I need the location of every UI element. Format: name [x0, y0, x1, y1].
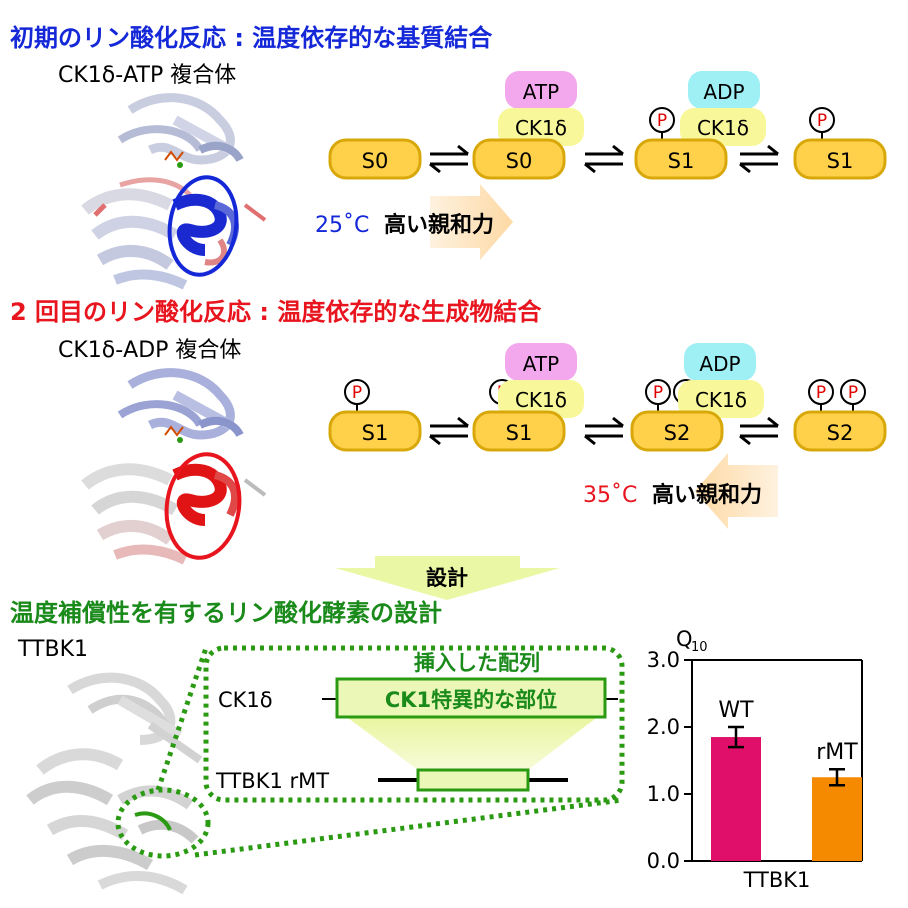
adp-label: ADP — [699, 352, 740, 376]
adp-label: ADP — [703, 80, 744, 104]
protein-structure-ck1-atp — [81, 93, 267, 290]
ttbk-rmt-label: TTBK1 rMT — [215, 769, 329, 793]
section2-complex-label: CK1δ-ADP 複合体 — [58, 338, 241, 363]
substrate-label: S1 — [362, 421, 389, 445]
phospho-group: P — [809, 107, 835, 142]
substrate-label: S2 — [664, 421, 691, 445]
chart-ytick-label: 3.0 — [647, 648, 680, 672]
enzyme-label: CK1δ — [697, 116, 749, 140]
enzyme-badge — [680, 108, 766, 146]
substrate-pill — [630, 410, 724, 452]
section2-state-2: ATP P CK1δ S1 — [472, 343, 584, 452]
section1-equilibrium-1 — [429, 144, 469, 174]
substrate-label: S1 — [506, 421, 533, 445]
phospho-group: P — [840, 379, 866, 414]
phospho-group: P — [344, 379, 370, 414]
affinity-arrow-forward — [430, 184, 513, 260]
substrate-pill — [328, 410, 422, 452]
insertion-funnel — [340, 712, 604, 770]
substrate-label: S2 — [827, 421, 854, 445]
section2-state-1: P S1 — [328, 379, 422, 452]
section1-state-4: P S1 — [793, 107, 887, 180]
enzyme-badge — [498, 108, 584, 146]
ck1-specific-region — [335, 677, 607, 719]
section1-equilibrium-3 — [739, 144, 779, 174]
q10-bar-chart: Q 10 0.0 1.0 2.0 3.0 WT rMT TTBK1 — [647, 627, 863, 892]
section3-heading: 温度補償性を有するリン酸化酵素の設計 — [10, 599, 442, 627]
ck1-label: CK1δ — [218, 688, 273, 712]
section3-protein-label: TTBK1 — [17, 637, 88, 662]
section2-equilibrium-3 — [739, 416, 779, 446]
chart-category-label: WT — [718, 698, 754, 723]
zoom-line-top — [155, 647, 209, 791]
section2-heading: 2 回目のリン酸化反応 : 温度依存的な生成物結合 — [10, 298, 542, 326]
section1-complex-label: CK1δ-ATP 複合体 — [58, 63, 236, 88]
svg-text:P: P — [816, 383, 826, 403]
section2-equilibrium-2 — [584, 416, 624, 446]
substrate-label: S0 — [506, 149, 533, 173]
substrate-pill — [793, 410, 887, 452]
phospho-group: P — [808, 379, 834, 414]
enzyme-badge — [678, 380, 764, 418]
section1-state-3: ADP CK1δ P S1 — [634, 71, 766, 180]
substrate-pill — [472, 410, 566, 452]
chart-bar-rmt — [812, 777, 862, 861]
substrate-label: S0 — [362, 149, 389, 173]
chart-ytick-label: 2.0 — [647, 715, 680, 739]
phospho-group: P — [645, 379, 671, 414]
chart-category-label: rMT — [816, 740, 858, 765]
section2-equilibrium-1 — [429, 416, 469, 446]
svg-text:P: P — [817, 111, 827, 131]
enzyme-label: CK1δ — [515, 116, 567, 140]
chart-bar-wt — [711, 737, 761, 861]
enzyme-label: CK1δ — [515, 388, 567, 412]
zoom-line-bottom — [194, 797, 623, 858]
section2-state-4: P P S2 — [793, 379, 887, 452]
atp-badge — [505, 71, 577, 109]
substrate-pill — [793, 138, 887, 180]
ck1-region-label: CK1特異的な部位 — [385, 688, 557, 712]
section1-equilibrium-2 — [584, 144, 624, 174]
affinity-text-1: 高い親和力 — [384, 212, 494, 238]
section1-state-1: S0 — [328, 138, 422, 180]
substrate-pill — [328, 138, 422, 180]
design-arrow — [335, 556, 560, 600]
chart-error-bar — [728, 725, 744, 749]
chart-error-bar — [829, 767, 845, 787]
adp-badge — [684, 343, 756, 381]
substrate-label: S1 — [827, 149, 854, 173]
svg-text:P: P — [653, 383, 663, 403]
svg-text:P: P — [848, 383, 858, 403]
protein-structure-ck1-adp — [81, 368, 267, 565]
affinity-arrow-reverse — [695, 453, 778, 529]
substrate-pill — [472, 138, 566, 180]
chart-ylabel: Q — [676, 627, 693, 651]
atp-badge — [505, 343, 577, 381]
enzyme-label: CK1δ — [695, 388, 747, 412]
svg-text:P: P — [352, 383, 362, 403]
section2-state-3: ADP P P CK1δ S2 — [630, 343, 764, 452]
inserted-sequence-label: 挿入した配列 — [414, 651, 540, 675]
chart-ylabel-sub: 10 — [691, 640, 708, 655]
affinity-text-2: 高い親和力 — [652, 482, 762, 508]
chart-ytick-label: 0.0 — [647, 849, 680, 873]
phospho-group: P — [649, 107, 675, 142]
enzyme-badge — [498, 380, 584, 418]
affinity-temp-25: 25˚C — [315, 213, 369, 238]
atp-label: ATP — [523, 352, 559, 376]
svg-text:P: P — [657, 111, 667, 131]
inserted-region — [416, 768, 530, 792]
section1-state-2: ATP CK1δ S0 — [472, 71, 584, 180]
design-arrow-label: 設計 — [426, 566, 468, 590]
adp-badge — [688, 71, 760, 109]
protein-structure-ttbk1 — [26, 672, 211, 895]
affinity-temp-35: 35˚C — [583, 483, 637, 508]
chart-ytick-label: 1.0 — [647, 782, 680, 806]
chart-xlabel: TTBK1 — [743, 868, 811, 892]
substrate-pill — [634, 138, 728, 180]
atp-label: ATP — [523, 80, 559, 104]
section1-heading: 初期のリン酸化反応 : 温度依存的な基質結合 — [10, 24, 493, 52]
substrate-label: S1 — [668, 149, 695, 173]
